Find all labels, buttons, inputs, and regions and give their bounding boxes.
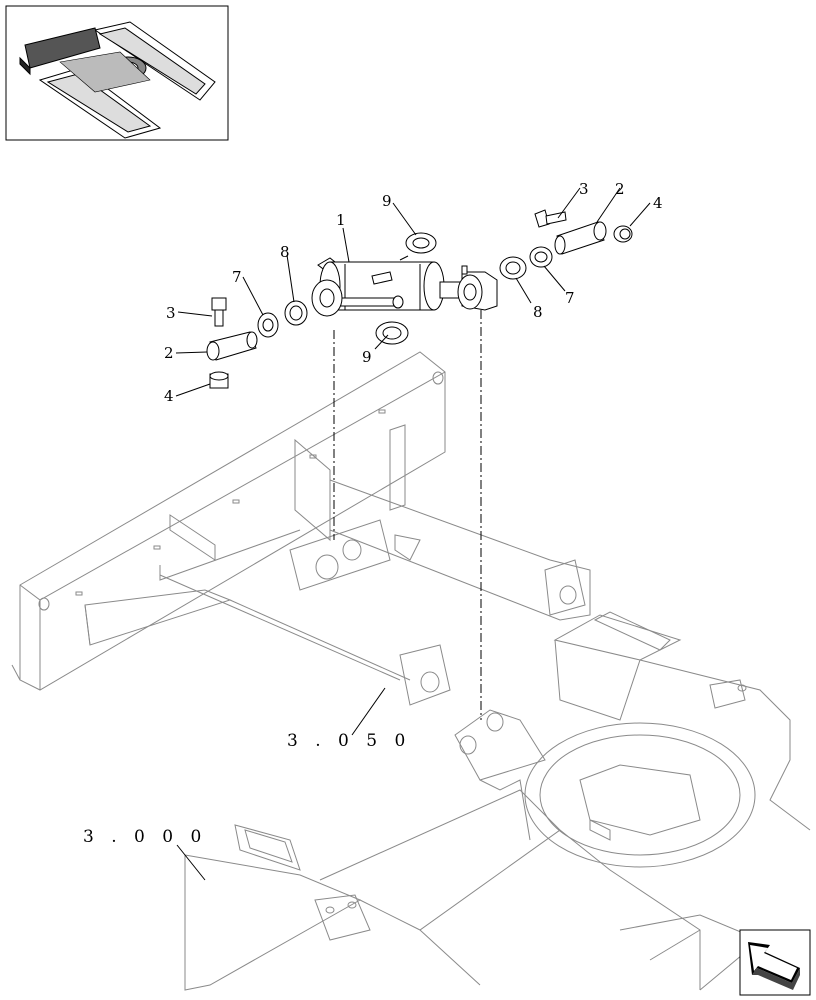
nut-left[interactable] [209, 371, 229, 389]
part-label: 9 [382, 192, 392, 210]
dozer-blade-frame [11, 351, 591, 706]
part-label: 7 [232, 268, 242, 286]
part-label: 4 [164, 387, 174, 405]
reference-label-blade[interactable]: 3 . 0 5 0 [287, 731, 411, 751]
part-label: 8 [533, 303, 543, 321]
machine-thumbnail[interactable] [5, 5, 229, 141]
washer-left-8[interactable] [284, 300, 308, 326]
reference-label-frame[interactable]: 3 . 0 0 0 [83, 827, 207, 847]
undercarriage-frame [184, 611, 811, 991]
part-labels: 1 2 2 3 3 4 4 7 7 8 8 9 9 [164, 180, 663, 405]
washer-right-8[interactable] [499, 256, 527, 280]
leader-lines [175, 187, 651, 881]
part-label: 7 [565, 289, 575, 307]
part-label: 3 [166, 304, 176, 322]
pin-right[interactable] [554, 221, 607, 255]
bolt-right[interactable] [534, 209, 567, 228]
bolt-left[interactable] [211, 297, 227, 327]
part-label: 4 [653, 194, 663, 212]
navigation-arrow-icon[interactable] [739, 929, 811, 996]
excavator-undercarriage-icon [19, 21, 216, 139]
washer-left-7[interactable] [257, 312, 279, 338]
part-label: 1 [336, 211, 346, 229]
hydraulic-cylinder[interactable] [311, 255, 498, 317]
part-label: 3 [579, 180, 589, 198]
part-label: 2 [164, 344, 174, 362]
part-label: 9 [362, 348, 372, 366]
nut-right[interactable] [613, 225, 633, 243]
part-label: 2 [615, 180, 625, 198]
washer-right-7[interactable] [529, 246, 553, 268]
shim-upper-9[interactable] [405, 232, 437, 254]
part-label: 8 [280, 243, 290, 261]
shim-lower-9[interactable] [375, 321, 409, 345]
pin-left[interactable] [206, 331, 258, 361]
